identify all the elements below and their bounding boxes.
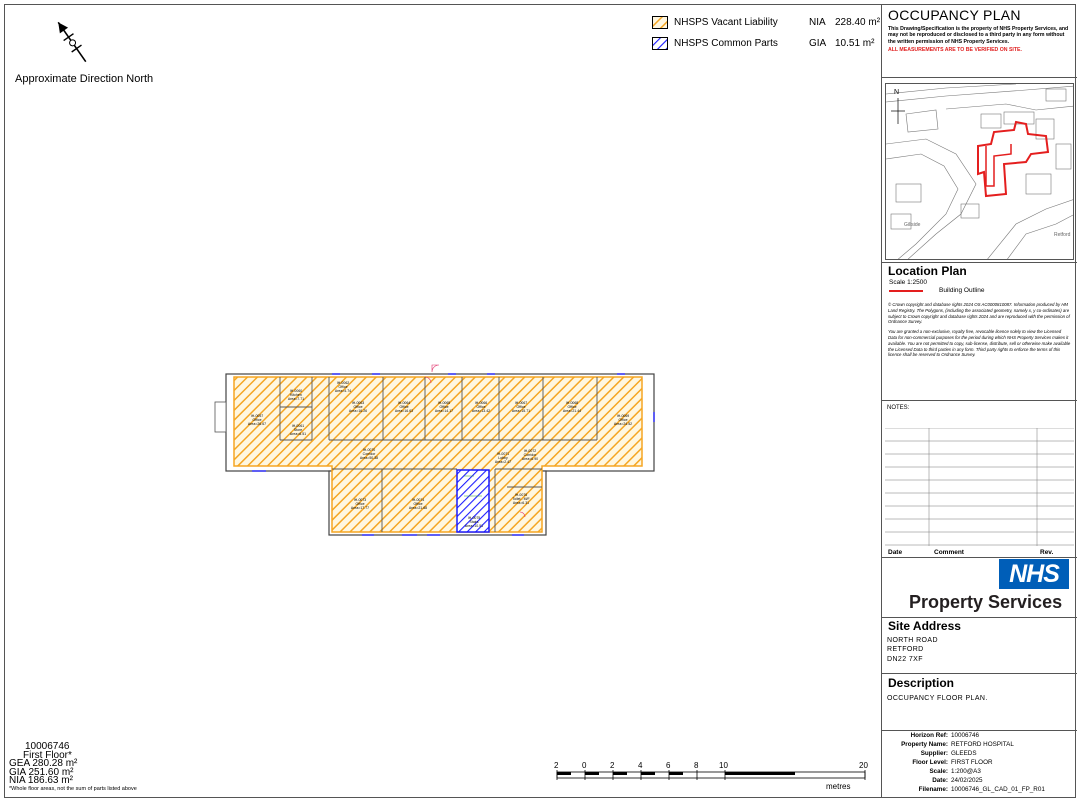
scale-tick-label: 6 <box>666 761 671 770</box>
drawing-frame <box>4 4 1076 798</box>
location-plan-section: Location Plan Scale 1:2500 Building Outl… <box>882 262 1077 401</box>
area-footnote: *Whole floor areas, not the sum of parts… <box>9 785 137 792</box>
legend-key: GIA <box>809 38 827 49</box>
location-map-drawing: N Gillside Retford <box>886 84 1073 259</box>
description-title: Description <box>888 676 955 690</box>
legend-value: 228.40 m² <box>835 17 881 28</box>
scale-bar: 2 0 2 4 6 8 10 20 metres <box>552 760 872 795</box>
legend-label: NHSPS Common Parts <box>674 38 778 49</box>
outline-label: Building Outline <box>939 287 985 294</box>
outline-key: Building Outline <box>882 286 1077 296</box>
nhs-logo: NHS <box>999 559 1069 589</box>
scale-bar-graphic <box>556 770 866 780</box>
legend-value: 10.51 m² <box>835 38 875 49</box>
floor-name: First Floor* <box>23 749 72 761</box>
rev-header-comment: Comment <box>934 549 964 556</box>
scale-tick-label: 20 <box>859 761 868 770</box>
location-plan-scale: Scale 1:2500 <box>889 279 927 286</box>
notes-label: NOTES: <box>887 405 910 411</box>
meta-scale: Scale:1:200@A3 <box>929 768 981 775</box>
vacant-liability-swatch <box>652 16 668 29</box>
gea-value: GEA 280.28 m² <box>9 758 78 769</box>
divider <box>882 617 1077 618</box>
scale-tick-label: 2 <box>554 761 559 770</box>
gia-value: GIA 251.60 m² <box>9 766 74 778</box>
rev-header-rev: Rev. <box>1040 549 1054 556</box>
location-map: N Gillside Retford <box>885 83 1074 260</box>
divider <box>882 673 1077 674</box>
map-north-label: N <box>894 89 899 96</box>
scale-tick-label: 10 <box>719 761 728 770</box>
scale-unit: metres <box>826 782 851 791</box>
brand-name: Property Services <box>909 592 1063 612</box>
address-line: NORTH ROAD <box>887 637 938 644</box>
scale-tick-label: 4 <box>638 761 643 770</box>
title-section: OCCUPANCY PLAN This Drawing/Specificatio… <box>882 4 1077 78</box>
copyright-text: © Crown copyright and database rights 20… <box>888 302 1070 325</box>
address-line: DN22 7XF <box>887 656 923 663</box>
address-line: RETFORD <box>887 646 924 653</box>
location-plan-title: Location Plan <box>888 264 967 278</box>
area-summary: 10006746 First Floor* GEA 280.28 m² GIA … <box>9 741 137 793</box>
legend-item-vacant: NHSPS Vacant Liability NIA 228.40 m² <box>652 15 882 36</box>
licence-text: You are granted a non-exclusive, royalty… <box>888 329 1071 358</box>
title-block: OCCUPANCY PLAN This Drawing/Specificatio… <box>881 4 1077 798</box>
legend-label: NHSPS Vacant Liability <box>674 17 778 28</box>
meta-filename: Filename:10006746_GL_CAD_01_FP_R01 <box>918 786 1045 793</box>
floor-plan-drawing <box>214 364 655 536</box>
site-address-title: Site Address <box>888 619 961 633</box>
north-indicator: Approximate Direction North <box>12 16 162 91</box>
meta-date: Date:24/02/2025 <box>932 777 983 784</box>
map-place-label: Retford <box>1054 232 1071 238</box>
divider <box>882 730 1077 731</box>
common-parts-swatch <box>652 37 668 50</box>
horizon-ref: 10006746 <box>25 741 70 752</box>
meta-property-name: Property Name:RETFORD HOSPITAL <box>901 741 1014 748</box>
divider <box>882 557 1077 558</box>
drawing-title: OCCUPANCY PLAN <box>888 7 1021 23</box>
map-place-label: Gillside <box>904 222 921 228</box>
rev-header-date: Date <box>888 549 903 556</box>
revision-grid <box>885 428 1074 546</box>
outline-swatch <box>889 290 923 292</box>
description-text: OCCUPANCY FLOOR PLAN. <box>887 695 988 702</box>
scale-tick-label: 2 <box>610 761 615 770</box>
meta-floor-level: Floor Level:FIRST FLOOR <box>912 759 993 766</box>
legend: NHSPS Vacant Liability NIA 228.40 m² NHS… <box>652 15 882 57</box>
scale-tick-label: 8 <box>694 761 699 770</box>
meta-supplier: Supplier:GLEEDS <box>920 750 977 757</box>
legend-key: NIA <box>809 17 826 28</box>
north-arrow-icon <box>57 21 87 63</box>
scale-tick-label: 0 <box>582 761 587 770</box>
meta-horizon-ref: Horizon Ref:10006746 <box>910 732 980 739</box>
nia-value: NIA 186.63 m² <box>9 775 73 786</box>
legend-item-common: NHSPS Common Parts GIA 10.51 m² <box>652 36 882 57</box>
north-label: Approximate Direction North <box>15 73 154 85</box>
measurement-warning: ALL MEASUREMENTS ARE TO BE VERIFIED ON S… <box>888 47 1022 54</box>
legal-notice: This Drawing/Specification is the proper… <box>888 26 1069 45</box>
